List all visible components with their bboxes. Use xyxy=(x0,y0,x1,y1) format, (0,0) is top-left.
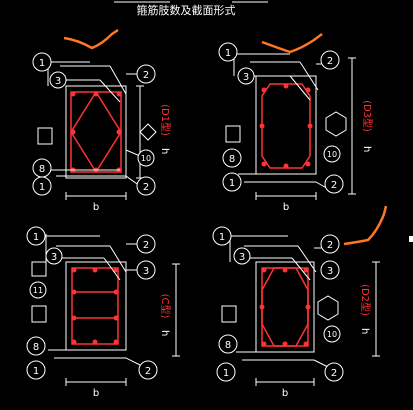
markup-scribble-top-left xyxy=(63,28,119,50)
type-label: (D3型) xyxy=(361,100,374,132)
dim-width: b xyxy=(93,202,99,213)
callout-text-3: 3 xyxy=(55,76,61,87)
callout-text-10: 10 xyxy=(327,150,337,159)
rebar-dots xyxy=(70,91,122,173)
type-label: (C型) xyxy=(159,294,172,319)
dim-height: h xyxy=(361,146,372,152)
dim-width: b xyxy=(93,388,99,399)
markup-scribble-top-right xyxy=(261,33,323,54)
callout-text-3: 3 xyxy=(51,252,57,263)
callout-text-2b: 2 xyxy=(143,182,149,193)
callout-1b xyxy=(216,362,236,382)
callout-text-2: 2 xyxy=(327,240,333,251)
callout-1b xyxy=(26,360,46,380)
dim-height: h xyxy=(159,330,170,336)
stirrup-diamond xyxy=(70,90,122,174)
callout-11 xyxy=(29,281,47,299)
callout-text-1: 1 xyxy=(33,232,39,243)
callout-3 xyxy=(45,247,63,265)
callout-2b xyxy=(138,360,158,380)
callout-text-10: 10 xyxy=(327,330,337,339)
callout-text-1b: 1 xyxy=(39,182,45,193)
callout-text-3: 3 xyxy=(243,72,249,83)
callout-text-1b: 1 xyxy=(223,368,229,379)
callout-3b xyxy=(136,260,156,280)
drawing-title: 箍筋肢数及截面形式 xyxy=(137,3,236,17)
dim-width: b xyxy=(283,202,289,213)
callout-1 xyxy=(26,226,46,246)
callout-text-8: 8 xyxy=(225,340,231,351)
rebar-dots xyxy=(259,267,311,347)
type-label: (D2型) xyxy=(359,284,372,316)
callout-2b xyxy=(324,362,344,382)
callout-text-10: 10 xyxy=(141,154,151,163)
callout-text-1b: 1 xyxy=(33,366,39,377)
callout-text-3: 3 xyxy=(239,252,245,263)
callout-3 xyxy=(233,247,251,265)
callout-2 xyxy=(320,50,340,70)
callout-text-2: 2 xyxy=(143,70,149,81)
rebar-dots xyxy=(259,83,313,169)
stirrup-outer xyxy=(261,267,309,347)
panel-bottom-left: 1 3 2 3 11 8 1 2 b (C型) h xyxy=(26,226,180,399)
edge-marker xyxy=(409,236,413,242)
panel-top-left: 1 3 2 10 8 1 2 b (D1型) h xyxy=(32,52,172,213)
section-outline xyxy=(255,261,315,353)
markup-scribble-bottom-right xyxy=(343,205,388,246)
callout-2b xyxy=(136,176,156,196)
callout-1 xyxy=(212,226,232,246)
callout-text-3b: 3 xyxy=(143,266,149,277)
callout-text-2b: 2 xyxy=(331,368,337,379)
callout-8 xyxy=(26,336,46,356)
panel-top-right: 1 3 2 10 8 1 2 b (D3型) h xyxy=(218,42,374,213)
callout-2b xyxy=(324,174,344,194)
callout-text-8: 8 xyxy=(229,154,235,165)
callout-text-8: 8 xyxy=(33,342,39,353)
callout-text-2b: 2 xyxy=(145,366,151,377)
callout-1b xyxy=(222,172,242,192)
callout-10 xyxy=(137,149,155,167)
callout-text-1: 1 xyxy=(219,232,225,243)
stirrup-octagon xyxy=(261,83,311,169)
callout-text-1b: 1 xyxy=(229,178,235,189)
dim-height: h xyxy=(159,148,170,154)
callout-3 xyxy=(49,71,67,89)
stirrup-outer xyxy=(70,91,122,173)
callout-2 xyxy=(136,64,156,84)
type-label: (D1型) xyxy=(159,104,172,136)
callout-3b xyxy=(320,260,340,280)
callout-text-11: 11 xyxy=(33,286,43,295)
section-outline xyxy=(65,85,127,179)
callout-text-2: 2 xyxy=(327,56,333,67)
callout-text-2b: 2 xyxy=(331,180,337,191)
callout-3 xyxy=(237,67,255,85)
panel-bottom-right: 1 3 2 3 10 8 1 2 b (D2型) h xyxy=(212,226,380,399)
callout-text-1: 1 xyxy=(225,48,231,59)
callout-text-8: 8 xyxy=(39,164,45,175)
callout-2 xyxy=(320,234,340,254)
callout-text-3b: 3 xyxy=(327,266,333,277)
dim-width: b xyxy=(282,388,288,399)
stirrup-octagon xyxy=(261,267,309,347)
callout-8 xyxy=(222,148,242,168)
dim-height: h xyxy=(359,328,370,334)
callout-10 xyxy=(323,145,341,163)
callout-text-1: 1 xyxy=(39,58,45,69)
callout-2 xyxy=(136,234,156,254)
callout-10 xyxy=(323,325,341,343)
callout-1b xyxy=(32,176,52,196)
callout-text-2: 2 xyxy=(143,240,149,251)
callout-1 xyxy=(218,42,238,62)
rebar-dots xyxy=(71,267,119,345)
callout-8 xyxy=(218,334,238,354)
callout-1 xyxy=(32,52,52,72)
stirrup-outer xyxy=(71,267,119,345)
